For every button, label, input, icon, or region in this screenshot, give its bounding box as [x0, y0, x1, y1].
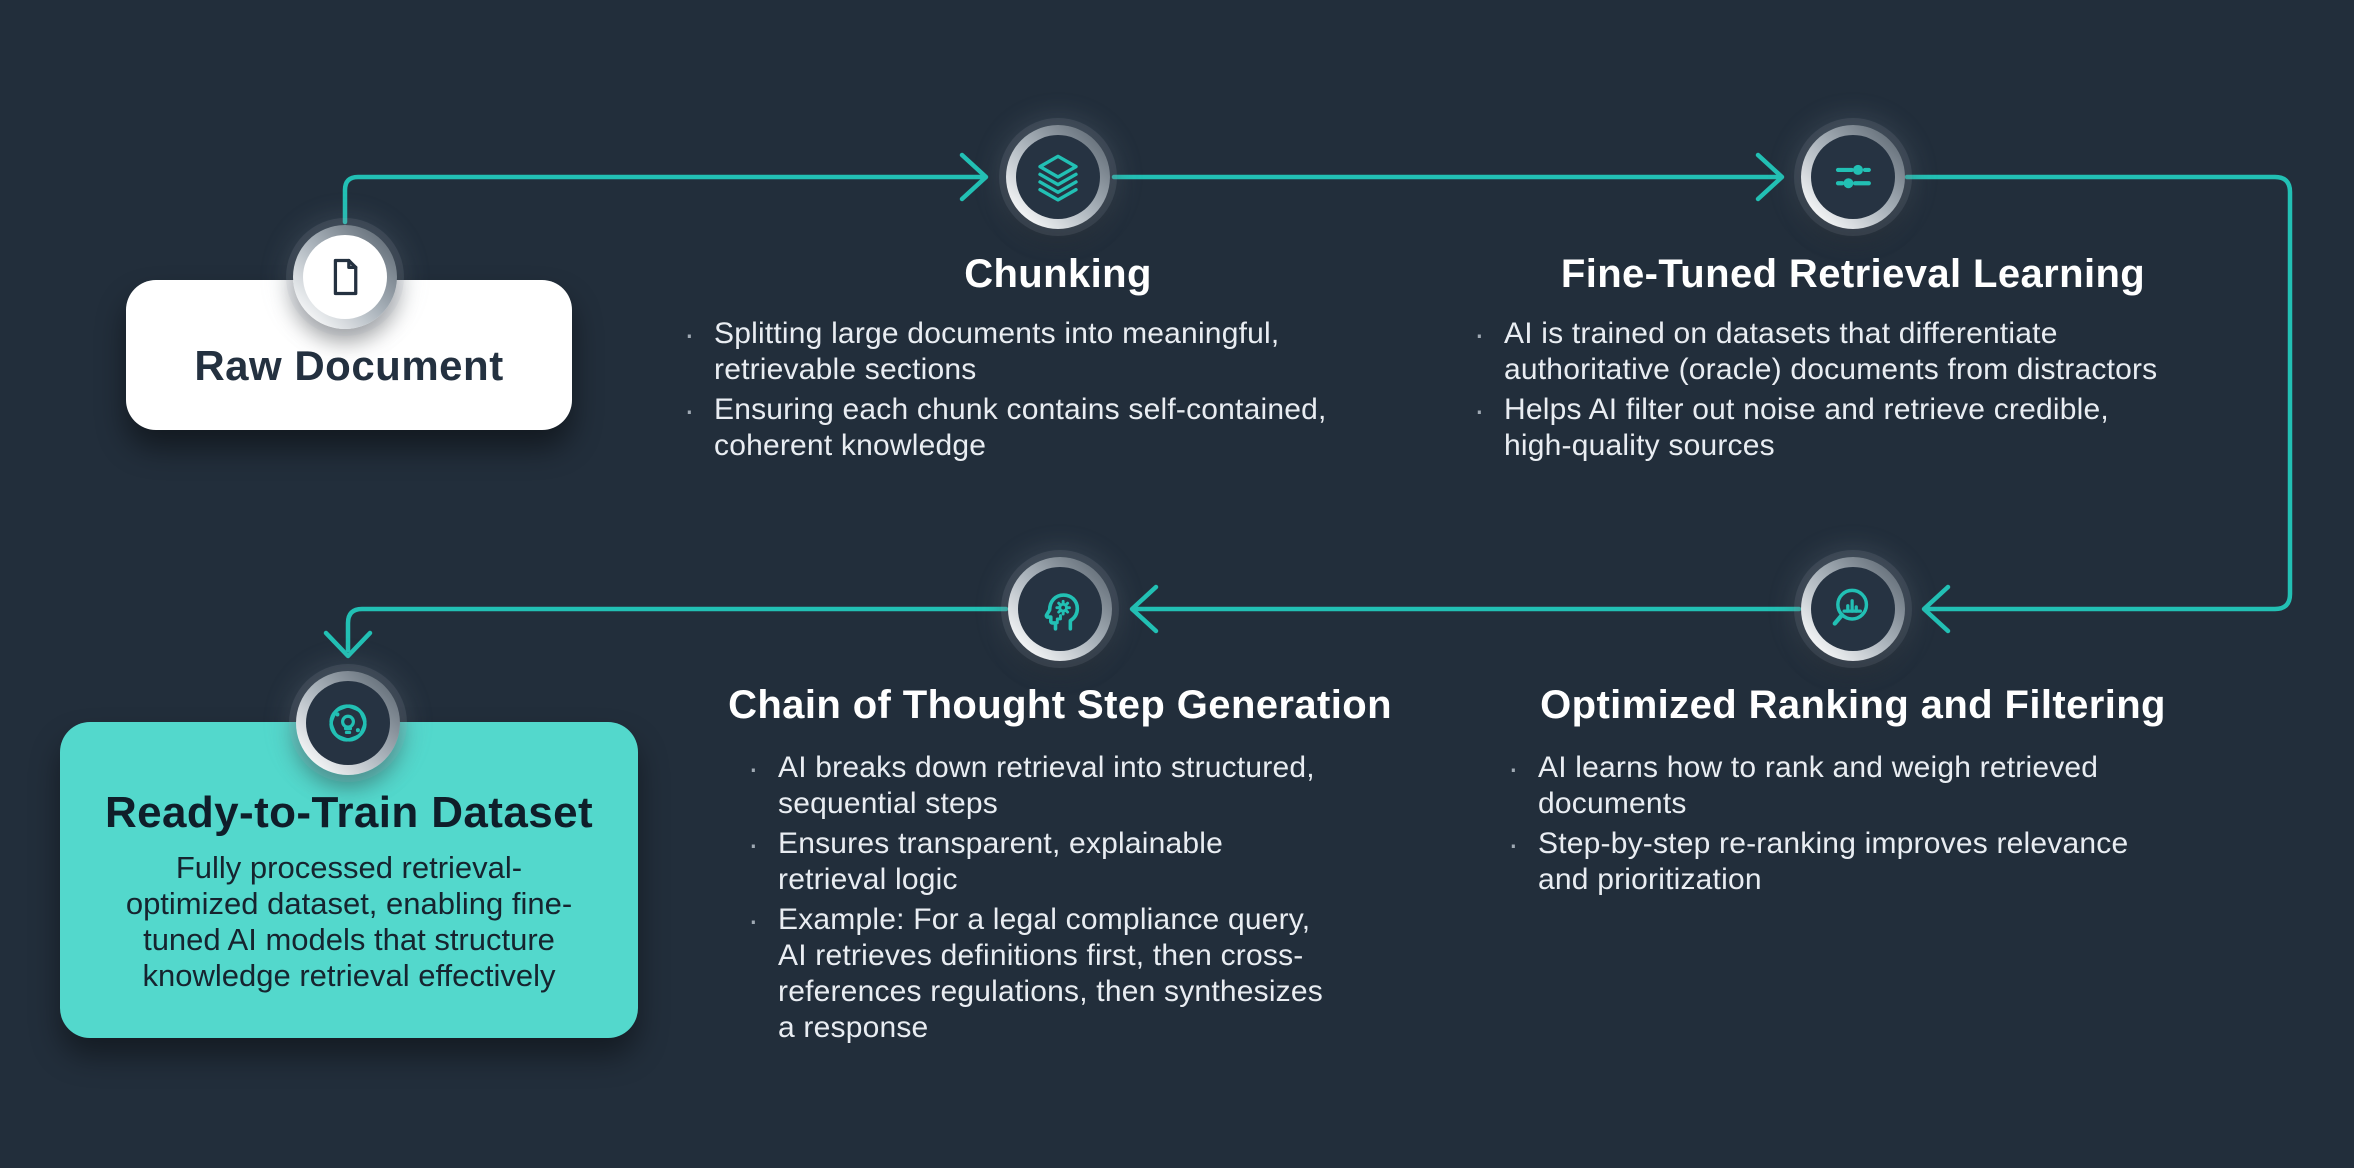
chain-of-thought-badge — [1008, 557, 1112, 661]
document-icon — [333, 258, 358, 296]
fine-tuned-badge — [1801, 125, 1905, 229]
bullet-dot: · — [748, 826, 759, 862]
ready-to-train-panel: Ready-to-Train Dataset Fully processed r… — [60, 722, 638, 1038]
bullet-item: · Example: For a legal compliance query, … — [746, 902, 1486, 1046]
arrowhead-to-chunking — [959, 152, 989, 202]
arrowhead-to-finetuned — [1755, 152, 1785, 202]
chunking-title: Chunking — [964, 252, 1152, 296]
bullet-text: Ensures transparent, explainable retriev… — [778, 827, 1224, 896]
bullet-dot: · — [1474, 392, 1485, 428]
magnifier-chart-icon — [1832, 588, 1869, 626]
arrowhead-to-optimized — [1921, 584, 1951, 634]
ready-to-train-badge — [296, 671, 400, 775]
layers-icon — [1038, 154, 1078, 202]
bullet-item: · AI learns how to rank and weigh retriev… — [1506, 750, 2246, 822]
bullet-text: Step-by-step re-ranking improves relevan… — [1538, 827, 2129, 896]
chunking-bullets: · Splitting large documents into meaningf… — [682, 316, 1482, 468]
bullet-dot: · — [748, 750, 759, 786]
connector-chain-to-ready — [345, 606, 1009, 653]
bullet-text: AI breaks down retrieval into structured… — [778, 751, 1315, 820]
bullet-item: · Ensuring each chunk contains self-conta… — [682, 392, 1482, 464]
bullet-dot: · — [1508, 826, 1519, 862]
raw-document-badge — [293, 225, 397, 329]
ready-to-train-description: Fully processed retrieval- optimized dat… — [125, 850, 573, 993]
chain-of-thought-title: Chain of Thought Step Generation — [728, 683, 1392, 727]
fine-tuned-badge-inner — [1811, 135, 1895, 219]
bullet-text: Example: For a legal compliance query, A… — [778, 903, 1323, 1044]
raw-document-label: Raw Document — [194, 342, 504, 389]
optimized-ranking-badge — [1801, 557, 1905, 661]
bullet-item: · AI is trained on datasets that differen… — [1472, 316, 2232, 388]
bullet-text: Helps AI filter out noise and retrieve c… — [1504, 393, 2109, 462]
bullet-item: · AI breaks down retrieval into structure… — [746, 750, 1486, 822]
bullet-text: Splitting large documents into meaningfu… — [714, 317, 1280, 386]
bullet-item: · Step-by-step re-ranking improves releva… — [1506, 826, 2246, 898]
bullet-dot: · — [684, 316, 695, 352]
bullet-item: · Helps AI filter out noise and retrieve … — [1472, 392, 2232, 464]
raw-document-panel: Raw Document — [126, 280, 572, 430]
network-bulb-icon — [329, 704, 367, 742]
optimized-ranking-bullets: · AI learns how to rank and weigh retriev… — [1506, 750, 2246, 902]
chain-of-thought-bullets: · AI breaks down retrieval into structure… — [746, 750, 1486, 1050]
arrowhead-to-chain — [1129, 584, 1159, 634]
raw-document-badge-inner — [303, 235, 387, 319]
fine-tuned-title: Fine-Tuned Retrieval Learning — [1560, 252, 2146, 296]
ready-to-train-badge-inner — [306, 681, 390, 765]
bullet-text: Ensuring each chunk contains self-contai… — [714, 393, 1327, 462]
bullet-dot: · — [748, 902, 759, 938]
bullet-dot: · — [684, 392, 695, 428]
chain-of-thought-badge-inner — [1018, 567, 1102, 651]
bullet-text: AI is trained on datasets that different… — [1504, 317, 2158, 386]
chunking-badge-inner — [1016, 135, 1100, 219]
arrowhead-to-ready — [323, 630, 373, 659]
optimized-ranking-title: Optimized Ranking and Filtering — [1540, 683, 2166, 727]
connector-raw-to-chunking — [342, 174, 985, 225]
chunking-badge — [1006, 125, 1110, 229]
ready-to-train-title: Ready-to-Train Dataset — [104, 788, 594, 837]
bullet-item: · Ensures transparent, explainable retrie… — [746, 826, 1486, 898]
bullet-text: AI learns how to rank and weigh retrieve… — [1538, 751, 2099, 820]
sliders-icon — [1835, 164, 1871, 189]
fine-tuned-bullets: · AI is trained on datasets that differen… — [1472, 316, 2232, 468]
optimized-ranking-badge-inner — [1811, 567, 1895, 651]
bullet-item: · Splitting large documents into meaningf… — [682, 316, 1482, 388]
connector-finetuned-to-optimized — [1904, 174, 2293, 612]
head-gear-icon — [1044, 593, 1080, 631]
bullet-dot: · — [1508, 750, 1519, 786]
bullet-dot: · — [1474, 316, 1485, 352]
